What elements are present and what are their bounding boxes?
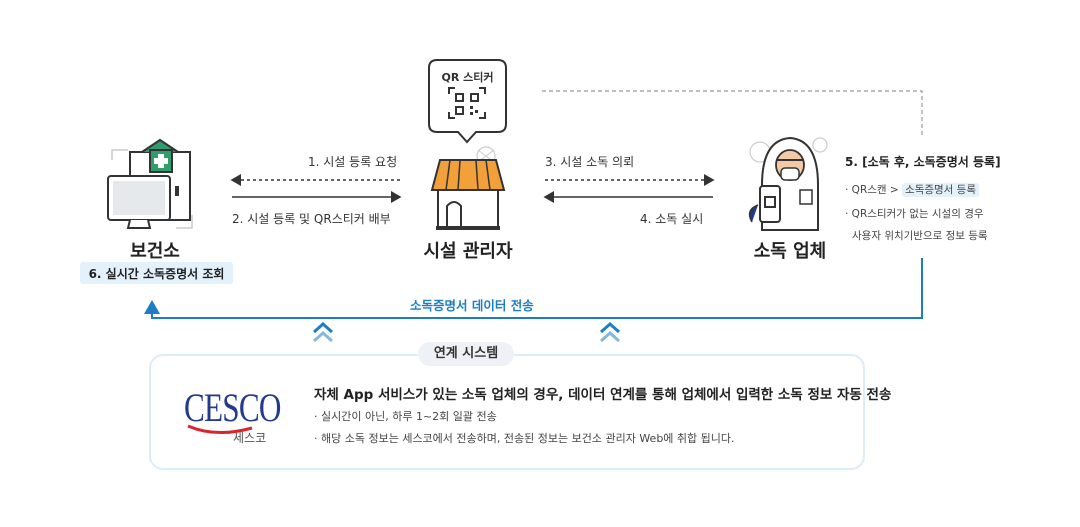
double-chevron-up-icon bbox=[600, 321, 620, 343]
step5-bullet1: · QR스캔 > 소독증명서 등록 bbox=[845, 182, 979, 197]
health-center-label: 보건소 bbox=[130, 241, 180, 262]
disinfection-company-label: 소독 업체 bbox=[753, 241, 827, 262]
data-transfer-label: 소독증명서 데이터 전송 bbox=[410, 298, 534, 313]
linked-system-tag: 연계 시스템 bbox=[418, 342, 514, 366]
qr-sticker-title: QR 스티커 bbox=[441, 71, 494, 84]
step6-highlight-box bbox=[80, 262, 233, 284]
linked-system-description: 자체 App 서비스가 있는 소독 업체의 경우, 데이터 연계를 통해 업체에… bbox=[314, 387, 892, 403]
facility-manager-label: 시설 관리자 bbox=[423, 241, 513, 262]
step2-label: 2. 시설 등록 및 QR스티커 배부 bbox=[232, 212, 391, 226]
step4-label: 4. 소독 실시 bbox=[640, 212, 704, 226]
step5-bullet2-line2: 사용자 위치기반으로 정보 등록 bbox=[852, 230, 988, 242]
double-chevron-up-icon bbox=[313, 321, 333, 343]
step5-bullet2-line1: · QR스티커가 없는 시설의 경우 bbox=[845, 208, 984, 220]
linked-system-bullet2: · 해당 소독 정보는 세스코에서 전송하며, 전송된 정보는 보건소 관리자 … bbox=[314, 432, 735, 445]
cesco-logo: CESCO bbox=[184, 385, 281, 430]
linked-system-bullet1: · 실시간이 아닌, 하루 1~2회 일괄 전송 bbox=[314, 410, 497, 423]
qr-sticker-bubble bbox=[428, 59, 507, 144]
step5-bullet1-prefix: · QR스캔 > bbox=[845, 184, 903, 196]
facility-shop-icon bbox=[430, 146, 506, 230]
step6-label: 6. 실시간 소독증명서 조회 bbox=[88, 267, 225, 281]
step1-label: 1. 시설 등록 요청 bbox=[308, 155, 398, 169]
step5-bullet1-highlight: 소독증명서 등록 bbox=[902, 183, 979, 197]
cesco-logo-swoosh bbox=[187, 424, 253, 435]
step3-label: 3. 시설 소독 의뢰 bbox=[545, 155, 635, 169]
step5-title: 5. [소독 후, 소독증명서 등록] bbox=[845, 155, 1001, 169]
disinfection-worker-icon bbox=[748, 136, 828, 231]
qr-link-dashed-line bbox=[542, 90, 923, 138]
cesco-logo-subtitle: 세스코 bbox=[233, 431, 267, 445]
health-center-icon bbox=[107, 138, 193, 229]
data-transfer-arrow bbox=[144, 258, 923, 319]
qr-code-icon bbox=[448, 87, 486, 119]
